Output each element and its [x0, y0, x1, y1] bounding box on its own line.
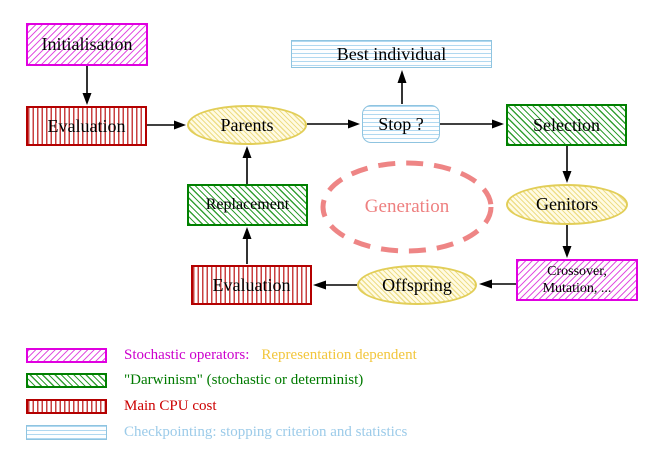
node-stop-label: Stop ?	[378, 113, 424, 134]
legend-row-cpu-cost: Main CPU cost	[26, 398, 217, 414]
node-selection: Selection	[506, 104, 627, 146]
arrow-offspring-to-evaluation	[313, 280, 357, 290]
node-evaluation-top: Evaluation	[26, 106, 147, 146]
legend-swatch-green-hatch-icon	[26, 372, 107, 388]
node-selection-label: Selection	[533, 114, 600, 135]
arrow-evaluation-to-replacement	[242, 227, 252, 264]
node-parents: Parents	[187, 105, 307, 145]
node-genitors: Genitors	[506, 184, 628, 225]
node-best-individual: Best individual	[291, 40, 492, 68]
node-replacement: Replacement	[187, 184, 308, 226]
arrow-selection-to-genitors	[562, 146, 572, 183]
legend-label-stochastic: Stochastic operators:	[124, 346, 250, 363]
legend-row-checkpointing: Checkpointing: stopping criterion and st…	[26, 424, 407, 440]
node-crossover-line1: Crossover,	[547, 263, 607, 279]
node-crossover-line2: Mutation, ...	[542, 281, 612, 296]
arrow-evaluation-to-parents	[147, 120, 186, 130]
arrow-replacement-to-parents	[242, 146, 252, 184]
legend-swatch-magenta-hatch-icon	[26, 347, 107, 363]
legend-row-darwinism: "Darwinism" (stochastic or determinist)	[26, 372, 363, 388]
arrow-crossover-to-offspring	[479, 279, 516, 289]
node-initialisation: Initialisation	[26, 23, 148, 66]
node-initialisation-label: Initialisation	[41, 34, 133, 55]
node-stop: Stop ?	[362, 105, 440, 143]
legend-swatch-red-stripes-icon	[26, 398, 107, 414]
generation-label: Generation	[364, 196, 450, 217]
node-evaluation-bottom: Evaluation	[191, 265, 312, 305]
node-genitors-label: Genitors	[536, 194, 598, 215]
arrow-initialisation-to-evaluation	[82, 66, 92, 105]
node-offspring: Offspring	[357, 265, 477, 305]
legend-label-cpu-cost: Main CPU cost	[124, 397, 217, 414]
arrow-stop-to-selection	[440, 119, 504, 129]
node-best-individual-label: Best individual	[336, 43, 447, 64]
legend-row-stochastic: Stochastic operators: Representation dep…	[26, 347, 417, 363]
legend-label-checkpointing: Checkpointing: stopping criterion and st…	[124, 423, 408, 440]
arrow-genitors-to-crossover	[562, 225, 572, 258]
node-evaluation-top-label: Evaluation	[47, 115, 126, 136]
legend-swatch-cyan-stripes-icon	[26, 424, 107, 440]
node-crossover-mutation: Crossover, Mutation, ...	[516, 259, 638, 301]
arrow-stop-to-best-individual	[397, 70, 407, 104]
node-evaluation-bottom-label: Evaluation	[212, 274, 291, 295]
node-parents-label: Parents	[220, 114, 274, 135]
node-offspring-label: Offspring	[382, 274, 452, 295]
legend-label-representation: Representation dependent	[261, 346, 417, 363]
node-replacement-label: Replacement	[205, 195, 290, 213]
arrow-parents-to-stop	[307, 119, 360, 129]
legend-label-darwinism: "Darwinism" (stochastic or determinist)	[124, 371, 364, 388]
